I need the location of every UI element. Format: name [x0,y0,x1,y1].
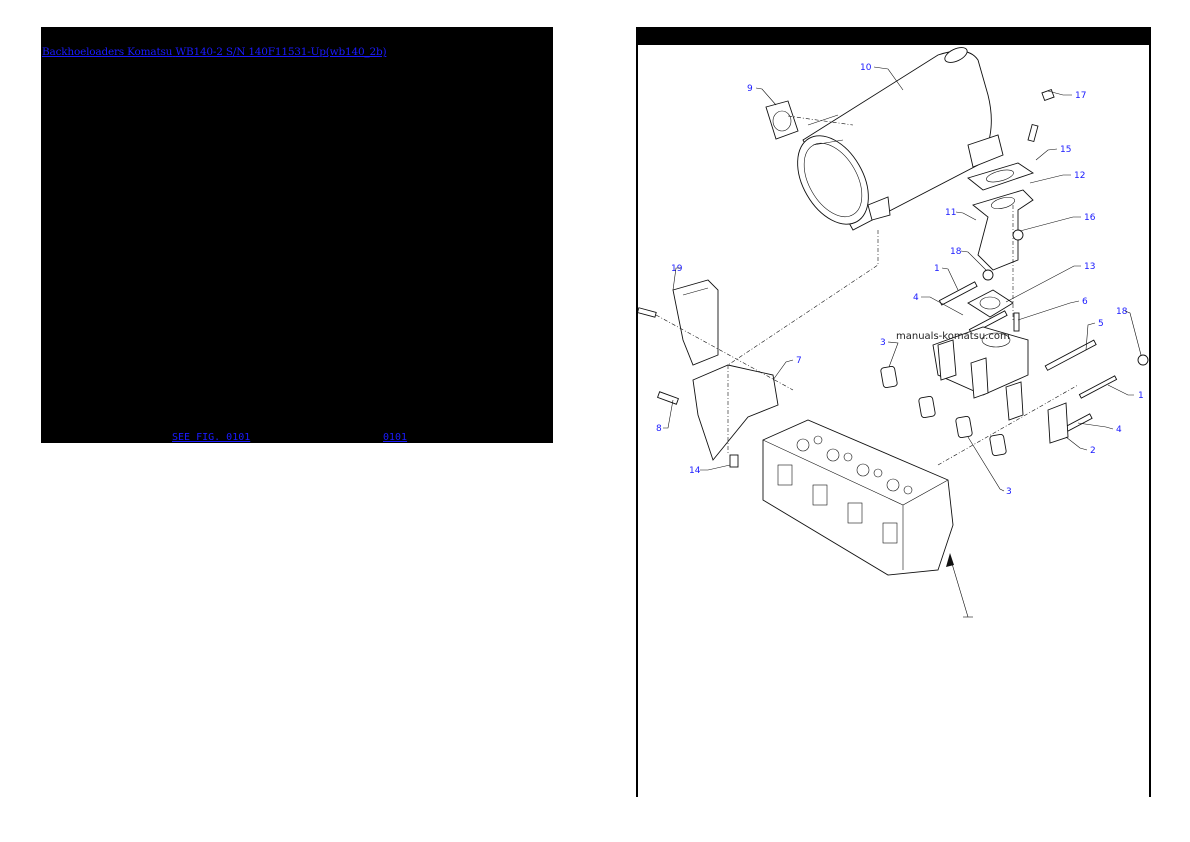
breadcrumb-category[interactable]: Backhoeloaders Komatsu [42,46,173,58]
callout-11[interactable]: 11 [945,208,956,218]
cylinder-head-part [762,419,954,576]
callout-6[interactable]: 6 [1082,297,1088,307]
callout-19[interactable]: 19 [671,264,683,274]
fig-number-link[interactable]: 0101 [383,432,408,443]
direction-arrow [949,556,969,618]
watermark-text: manuals-komatsu.com [896,331,1010,342]
callout-17[interactable]: 17 [1075,91,1086,101]
callout-8[interactable]: 8 [656,424,662,434]
callout-5[interactable]: 5 [1098,319,1104,329]
breadcrumb-title-link[interactable]: Backhoeloaders Komatsu WB140-2 S/N 140F1… [42,46,387,58]
callout-2[interactable]: 2 [1090,446,1096,456]
callout-1[interactable]: 1 [934,264,940,274]
diagram-header-bar [638,27,1149,45]
document-info-panel: Backhoeloaders Komatsu WB140-2 S/N 140F1… [41,27,553,443]
callout-9[interactable]: 9 [747,84,753,94]
callout-labels: 10 9 17 15 12 11 16 18 19 1 13 4 6 18 5 … [656,63,1144,497]
muffler-part [797,47,1004,231]
callout-4[interactable]: 4 [913,293,919,303]
callout-14[interactable]: 14 [689,466,701,476]
parts-diagram-panel: manuals-komatsu.com 10 9 17 15 12 11 16 … [636,27,1151,797]
callout-1b[interactable]: 1 [1138,391,1144,401]
callout-4b[interactable]: 4 [1116,425,1122,435]
gasket-part [765,100,799,140]
callout-15[interactable]: 15 [1060,145,1071,155]
see-fig-link[interactable]: SEE FIG. 0101 [172,432,251,443]
callout-18[interactable]: 18 [950,247,962,257]
exhaust-manifold-part [932,326,1069,444]
callout-13[interactable]: 13 [1084,262,1095,272]
callout-7[interactable]: 7 [796,356,802,366]
callout-10[interactable]: 10 [860,63,872,73]
callout-3b[interactable]: 3 [1006,487,1012,497]
callout-12[interactable]: 12 [1074,171,1085,181]
exploded-parts-diagram: manuals-komatsu.com 10 9 17 15 12 11 16 … [638,47,1149,618]
callout-16[interactable]: 16 [1084,213,1096,223]
callout-3[interactable]: 3 [880,338,886,348]
breadcrumb-model[interactable]: WB140-2 S/N 140F11531-Up(wb140_2b) [175,46,387,58]
callout-18b[interactable]: 18 [1116,307,1128,317]
